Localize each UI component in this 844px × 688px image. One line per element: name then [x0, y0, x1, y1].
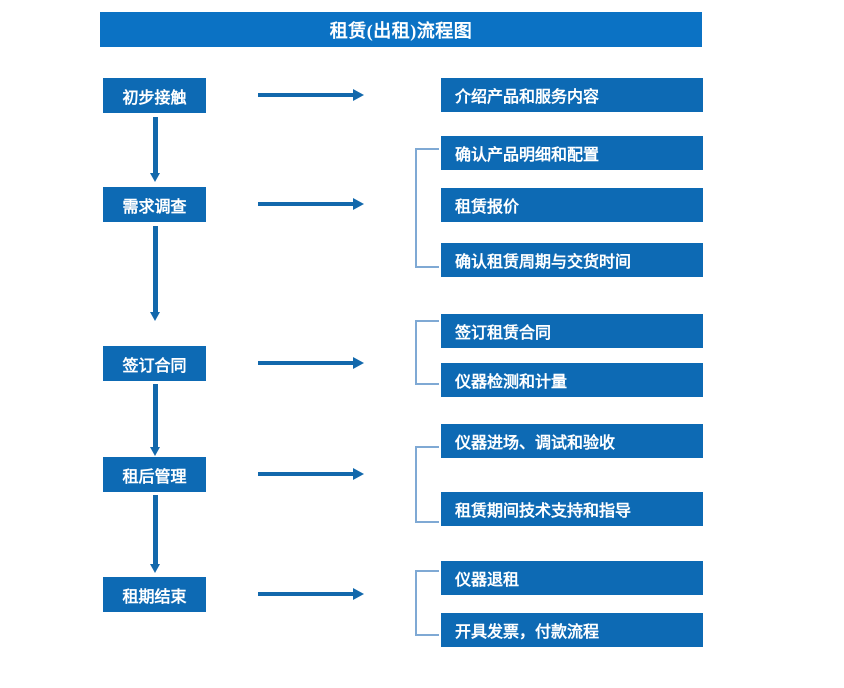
arrow-head: [353, 357, 364, 369]
stage-box-post-lease-management[interactable]: 租后管理: [103, 457, 206, 492]
arrow-shaft: [153, 226, 158, 312]
group-bracket-icon-post-lease-management: [415, 446, 439, 523]
arrow-head: [353, 89, 364, 101]
arrow-shaft: [258, 361, 354, 365]
arrow-shaft: [153, 384, 158, 447]
stage-box-lease-end[interactable]: 租期结束: [103, 577, 206, 612]
arrow-right-icon-requirement-survey: [258, 198, 364, 210]
arrow-head: [353, 198, 364, 210]
arrow-shaft: [153, 117, 158, 173]
stage-box-sign-contract[interactable]: 签订合同: [103, 346, 206, 381]
arrow-head: [353, 588, 364, 600]
arrow-shaft: [258, 472, 354, 476]
stage-box-initial-contact[interactable]: 初步接触: [103, 78, 206, 113]
stage-box-requirement-survey[interactable]: 需求调查: [103, 187, 206, 222]
detail-box-instrument-installation[interactable]: 仪器进场、调试和验收: [441, 424, 703, 458]
arrow-right-icon-lease-end: [258, 588, 364, 600]
arrow-shaft: [258, 202, 354, 206]
page-title: 租赁(出租)流程图: [100, 12, 702, 47]
arrow-head: [353, 468, 364, 480]
arrow-shaft: [153, 495, 158, 564]
detail-box-confirm-product-spec[interactable]: 确认产品明细和配置: [441, 136, 703, 170]
detail-box-invoice-payment[interactable]: 开具发票，付款流程: [441, 613, 703, 647]
group-bracket-icon-lease-end: [415, 570, 439, 636]
detail-box-instrument-return[interactable]: 仪器退租: [441, 561, 703, 595]
detail-box-technical-support[interactable]: 租赁期间技术支持和指导: [441, 492, 703, 526]
arrow-right-icon-initial-contact: [258, 89, 364, 101]
arrow-head: [150, 312, 160, 321]
arrow-head: [150, 447, 160, 456]
group-bracket-icon-requirement-survey: [415, 148, 439, 268]
detail-box-sign-lease-agreement[interactable]: 签订租赁合同: [441, 314, 703, 348]
detail-box-instrument-inspection[interactable]: 仪器检测和计量: [441, 363, 703, 397]
arrow-shaft: [258, 93, 354, 97]
group-bracket-icon-sign-contract: [415, 320, 439, 385]
arrow-shaft: [258, 592, 354, 596]
arrow-right-icon-post-lease-management: [258, 468, 364, 480]
detail-box-introduce-products[interactable]: 介绍产品和服务内容: [441, 78, 703, 112]
detail-box-rental-quotation[interactable]: 租赁报价: [441, 188, 703, 222]
arrow-down-icon-1: [150, 117, 160, 182]
arrow-down-icon-2: [150, 226, 160, 321]
arrow-down-icon-4: [150, 495, 160, 573]
arrow-down-icon-3: [150, 384, 160, 456]
detail-box-confirm-period-delivery[interactable]: 确认租赁周期与交货时间: [441, 243, 703, 277]
arrow-head: [150, 564, 160, 573]
arrow-head: [150, 173, 160, 182]
arrow-right-icon-sign-contract: [258, 357, 364, 369]
